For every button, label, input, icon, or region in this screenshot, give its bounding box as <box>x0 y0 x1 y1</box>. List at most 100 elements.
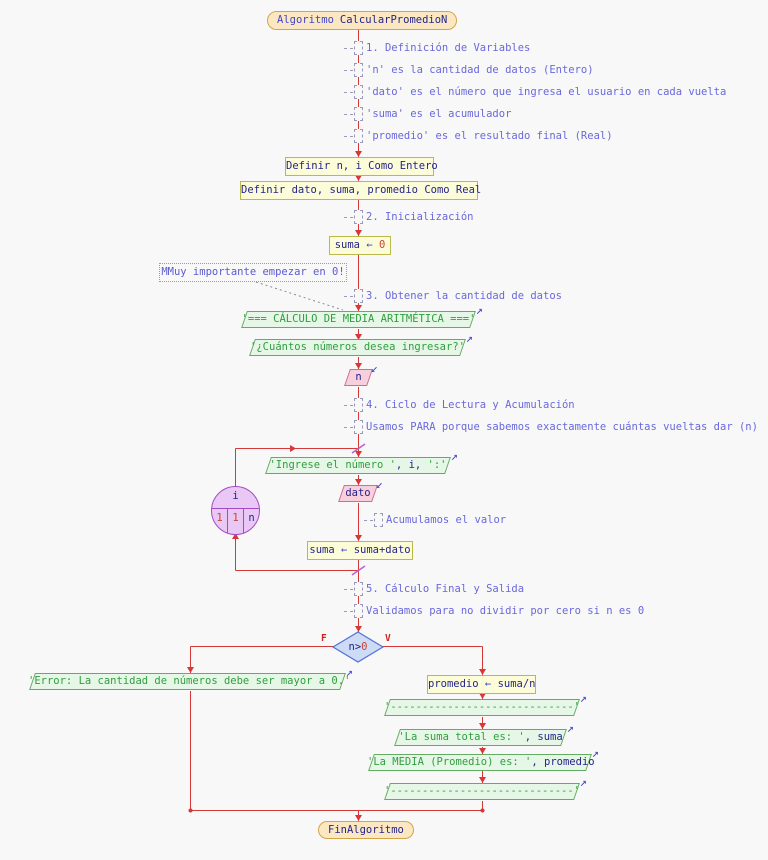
output-text: '=== CÁLCULO DE MEDIA ARITMÉTICA ===' <box>241 313 476 325</box>
comment-connector <box>344 426 353 428</box>
loop-step: 1 <box>228 509 244 534</box>
decision-diamond[interactable] <box>331 631 385 663</box>
loop-divider <box>212 508 259 509</box>
output-separator[interactable]: '-----------------------------' ↗ <box>383 691 587 716</box>
output-prompt-number[interactable]: 'Ingrese el número ', i, ':' ↗ <box>264 449 458 474</box>
note-connector <box>255 281 344 311</box>
output-ask-count[interactable]: '¿Cuántos números desea ingresar?' ↗ <box>248 331 473 356</box>
comment: 1. Definición de Variables <box>344 41 530 55</box>
note-box: MMuy importante empezar en 0! <box>159 263 347 282</box>
decision-label[interactable]: n>0 <box>334 641 382 653</box>
assign-lhs: suma <box>334 239 360 251</box>
output-media[interactable]: 'La MEDIA (Promedio) es: ', promedio ↗ <box>367 746 599 771</box>
loop-variable: i <box>232 490 239 502</box>
comment: 2. Inicialización <box>344 210 473 224</box>
process-accumulate[interactable]: suma ← suma+dato <box>307 541 413 560</box>
input-text: n <box>355 371 362 383</box>
comment: 'n' es la cantidad de datos (Entero) <box>344 63 594 77</box>
comment-icon <box>354 41 363 55</box>
output-arrow-icon: ↗ <box>566 721 574 735</box>
comment-connector <box>344 135 353 137</box>
process-average[interactable]: promedio ← suma/n <box>427 675 536 694</box>
output-sum[interactable]: 'La suma total es: ', suma ↗ <box>393 721 574 746</box>
comment-text: 'dato' es el número que ingresa el usuar… <box>366 86 727 98</box>
output-title-banner[interactable]: '=== CÁLCULO DE MEDIA ARITMÉTICA ===' ↗ <box>240 303 483 328</box>
output-arrow-icon: ↗ <box>475 303 483 317</box>
output-text: '-----------------------------' <box>384 785 580 797</box>
comment-icon <box>354 210 363 224</box>
note-text: MMuy importante empezar en 0! <box>161 266 345 278</box>
assign-rhs: 0 <box>378 239 386 251</box>
comment-icon <box>354 85 363 99</box>
comment-text: 'n' es la cantidad de datos (Entero) <box>366 64 594 76</box>
output-arrow-icon: ↗ <box>579 775 587 789</box>
comment-icon <box>354 398 363 412</box>
process-init-suma[interactable]: suma ← 0 <box>329 236 391 255</box>
assign-rhs: suma+dato <box>353 544 411 556</box>
output-separator[interactable]: '-----------------------------' ↗ <box>383 775 587 800</box>
comment-icon <box>354 420 363 434</box>
output-text: 'La MEDIA (Promedio) es: ' <box>367 756 532 768</box>
comment-connector <box>344 113 353 115</box>
output-arrow-icon: ↗ <box>450 449 458 463</box>
input-dato[interactable]: dato ↙ <box>337 477 383 502</box>
comment-text: 'suma' es el acumulador <box>366 108 512 120</box>
comment-icon <box>354 63 363 77</box>
flow-arrowheads <box>187 151 486 821</box>
end-terminal[interactable]: FinAlgoritmo <box>318 821 414 839</box>
assign-rhs: suma/n <box>497 678 536 690</box>
output-text: '¿Cuántos números desea ingresar?' <box>250 341 465 353</box>
input-arrow-icon: ↙ <box>370 361 378 375</box>
process-define-real[interactable]: Definir dato, suma, promedio Como Real <box>240 181 481 200</box>
assign-operator: ← <box>484 678 492 690</box>
output-text: 'Ingrese el número ' <box>269 459 396 471</box>
output-arrow-icon: ↗ <box>591 746 599 760</box>
comment-connector <box>364 519 373 521</box>
comment-text: Validamos para no dividir por cero si n … <box>366 605 645 617</box>
output-arrow-icon: ↗ <box>579 691 587 705</box>
comment-text: Acumulamos el valor <box>386 514 507 526</box>
comment-text: 4. Ciclo de Lectura y Acumulación <box>366 399 575 411</box>
output-text: '-----------------------------' <box>384 701 580 713</box>
comment-connector <box>344 91 353 93</box>
comment-text: 1. Definición de Variables <box>366 42 531 54</box>
comment-icon <box>354 604 363 618</box>
comment-icon <box>354 129 363 143</box>
comment: Usamos PARA porque sabemos exactamente c… <box>344 420 758 434</box>
process-define-entero[interactable]: Definir n, i Como Entero <box>285 157 438 176</box>
loop-boundary-marks <box>351 443 366 576</box>
comment-text: 5. Cálculo Final y Salida <box>366 583 525 595</box>
loop-to: n <box>248 512 255 524</box>
comment: 'dato' es el número que ingresa el usuar… <box>344 85 726 99</box>
output-error[interactable]: 'Error: La cantidad de números debe ser … <box>28 665 353 690</box>
input-n[interactable]: n ↙ <box>343 361 378 386</box>
branch-false-label: F <box>321 633 327 644</box>
comment-text: Usamos PARA porque sabemos exactamente c… <box>366 421 758 433</box>
input-text: dato <box>345 487 371 499</box>
comment-connector <box>344 295 353 297</box>
comment: 'promedio' es el resultado final (Real) <box>344 129 613 143</box>
comment-icon <box>354 107 363 121</box>
start-keyword: Algoritmo <box>277 14 334 26</box>
comment: 3. Obtener la cantidad de datos <box>344 289 562 303</box>
input-arrow-icon: ↙ <box>375 477 383 491</box>
assign-operator: ← <box>366 239 373 251</box>
output-arrow-icon: ↗ <box>345 665 353 679</box>
output-text: 'La suma total es: ' <box>398 731 525 743</box>
comment-connector <box>344 216 353 218</box>
comment-icon <box>354 582 363 596</box>
output-text: 'Error: La cantidad de números debe ser … <box>28 675 351 687</box>
comment: 5. Cálculo Final y Salida <box>344 582 524 596</box>
comment-text: 2. Inicialización <box>366 211 474 223</box>
comment-text: 'promedio' es el resultado final (Real) <box>366 130 613 142</box>
comment-connector <box>344 404 353 406</box>
comment-connector <box>344 47 353 49</box>
comment: Validamos para no dividir por cero si n … <box>344 604 644 618</box>
comment-connector <box>344 610 353 612</box>
comment-icon <box>354 289 363 303</box>
comment-text: 3. Obtener la cantidad de datos <box>366 290 562 302</box>
